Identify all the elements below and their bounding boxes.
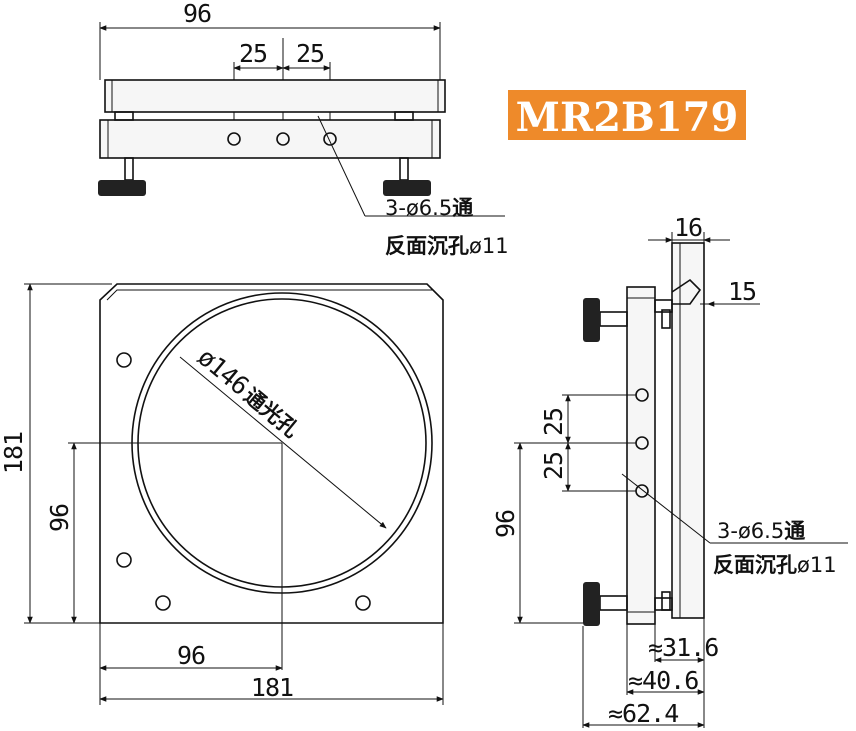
knob-left-icon [98, 180, 146, 196]
side-back-plate [626, 286, 656, 625]
side-depth-dim-2: ≈40.6 [628, 666, 698, 695]
top-hole-note-line2: 反面沉孔ø11 [385, 234, 509, 258]
top-hole-note-line1: 3-ø6.5通 [385, 196, 473, 220]
front-hole-2 [116, 552, 132, 568]
side-front-plate [671, 242, 705, 619]
side-depth-dim-1: ≈31.6 [648, 633, 718, 662]
side-spacing-lower-dim: 25 [539, 452, 568, 480]
front-hole-4 [355, 595, 371, 611]
side-hole-note-line1: 3-ø6.5通 [717, 519, 805, 543]
side-center-dim: 96 [491, 510, 520, 538]
model-label: MR2B179 [516, 94, 739, 141]
top-view: 96 25 25 3-ø6.5通 反面沉孔ø11 [98, 0, 509, 258]
front-center-x-dim: 96 [177, 641, 205, 670]
front-center-y-dim: 96 [45, 504, 74, 532]
side-top-dim-2: 15 [728, 277, 756, 306]
model-badge: MR2B179 [508, 90, 746, 141]
side-spacing-upper-dim: 25 [539, 408, 568, 436]
side-hole-note-line2: 反面沉孔ø11 [713, 553, 837, 577]
front-height-dim: 181 [0, 432, 28, 474]
front-hole-3 [155, 595, 171, 611]
front-hole-1 [116, 352, 132, 368]
side-view: 16 15 25 25 96 3-ø6.5通 反面沉孔ø11 [491, 213, 848, 728]
top-spacing-right-dim: 25 [296, 39, 324, 68]
top-hole-1 [227, 132, 241, 146]
side-knob-lower-icon [583, 582, 600, 626]
top-width-dim: 96 [183, 0, 211, 28]
knob-right-icon [383, 180, 431, 196]
top-back-plate [99, 119, 441, 159]
top-hole-3 [323, 132, 337, 146]
front-view: ø146通光孔 181 96 96 181 [0, 283, 444, 705]
side-top-dim-1: 16 [674, 213, 702, 242]
top-front-plate [104, 79, 446, 113]
top-spacing-left-dim: 25 [239, 39, 267, 68]
aperture-label: ø146通光孔 [192, 342, 306, 443]
front-plate [99, 283, 444, 624]
side-knob-upper-icon [583, 298, 600, 342]
top-hole-2 [276, 132, 290, 146]
front-width-dim: 181 [251, 673, 293, 702]
side-depth-dim-3: ≈62.4 [608, 699, 678, 728]
